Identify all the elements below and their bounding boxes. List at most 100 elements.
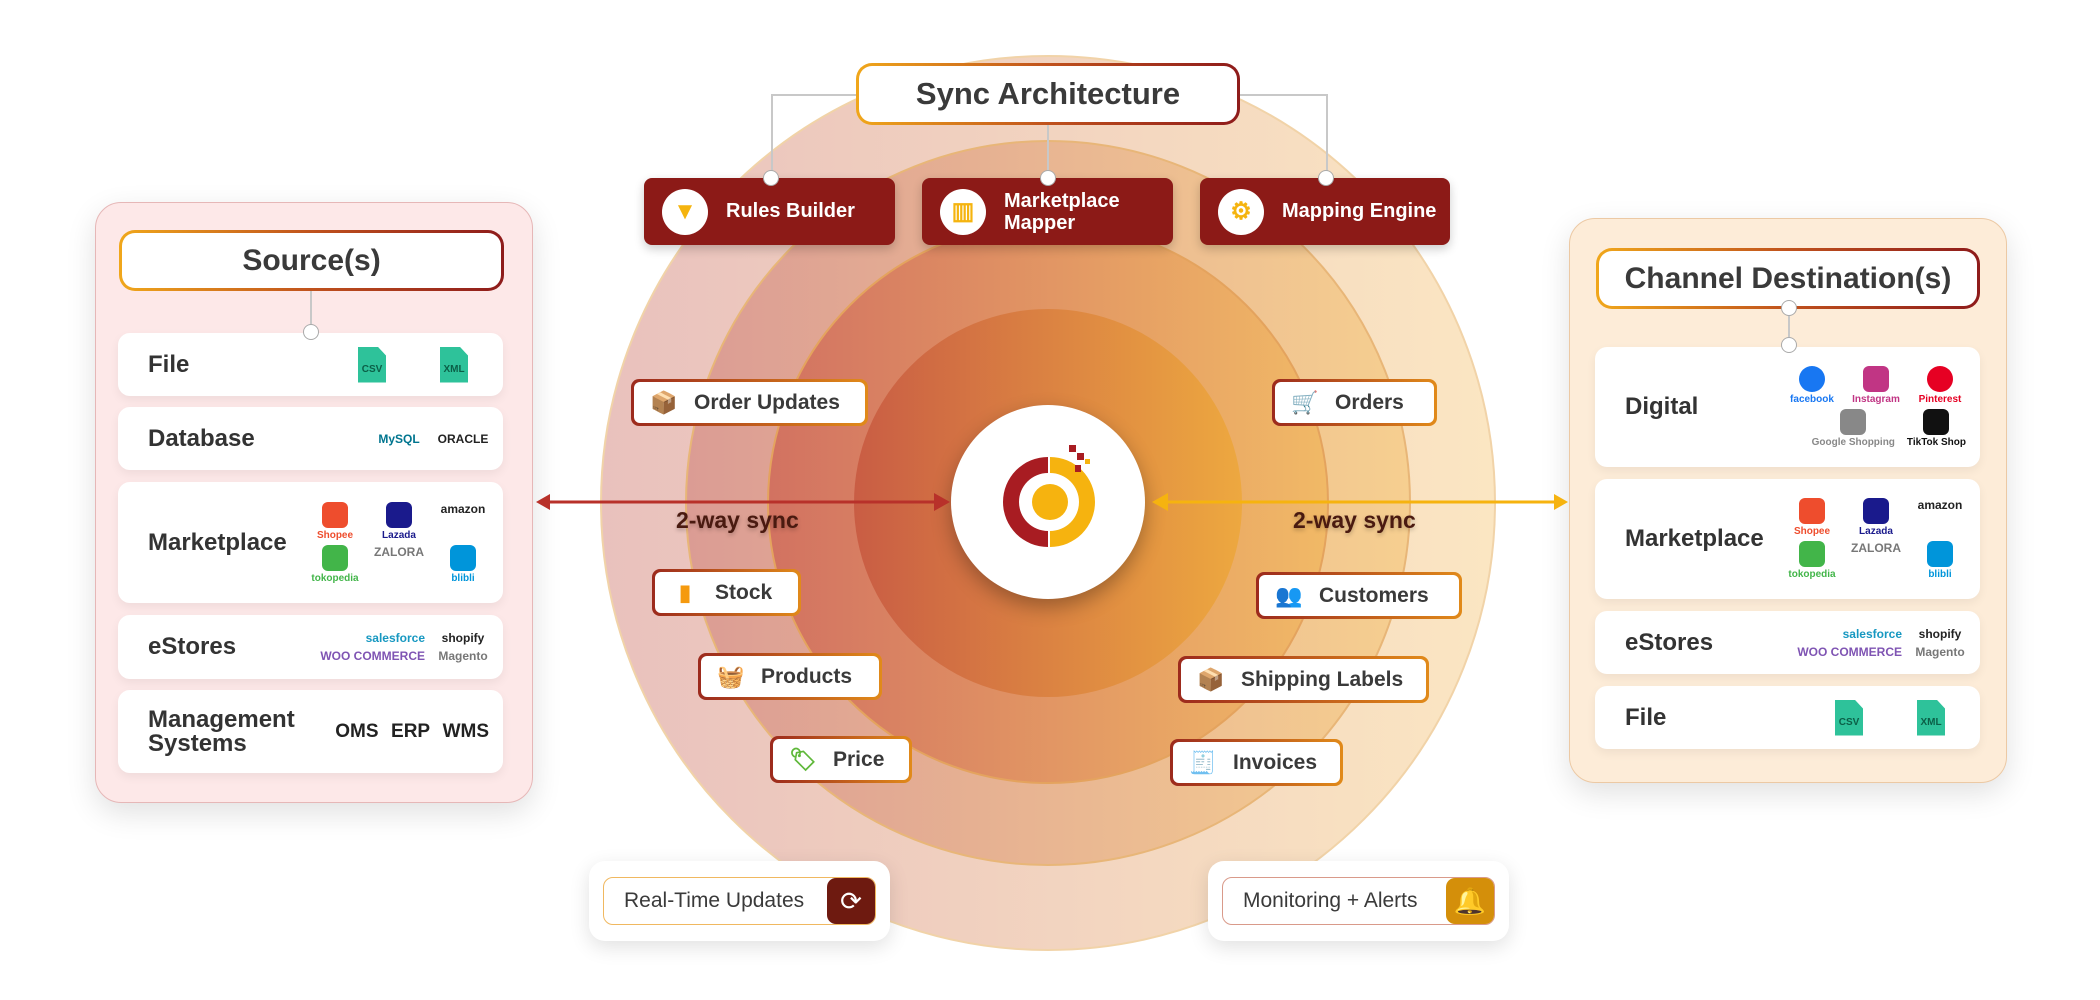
- shipping-box-icon: 📦: [1197, 666, 1225, 692]
- logo-group: MySQL ORACLE: [279, 407, 489, 470]
- marketplace-mapper-button[interactable]: ▥Marketplace Mapper: [922, 178, 1173, 245]
- oms-logo: OMS: [335, 720, 379, 742]
- sources-title: Source(s): [119, 230, 504, 291]
- magento-logo: Magento: [1915, 644, 1965, 659]
- connector-dot: [303, 324, 319, 340]
- lazada-logo: Lazada: [373, 501, 425, 541]
- rules-builder-button[interactable]: ▼Rules Builder: [644, 178, 895, 245]
- pinterest-logo: Pinterest: [1914, 366, 1966, 405]
- left-sync-label: 2-way sync: [676, 507, 799, 533]
- oracle-logo: ORACLE: [437, 431, 489, 446]
- shopee-logo: Shopee: [1786, 498, 1838, 537]
- box-icon: ▮: [678, 579, 692, 605]
- orders-item: 🛒Orders: [1272, 379, 1437, 426]
- connector-dot: [1781, 300, 1797, 316]
- connector: [1326, 94, 1328, 178]
- users-icon: 👥: [1275, 582, 1303, 608]
- cart-icon: 🛒: [1291, 389, 1319, 415]
- tokopedia-logo: tokopedia: [1786, 541, 1838, 580]
- arrow-head-right: [934, 493, 950, 511]
- logo-group: CSV XML: [1756, 686, 1966, 749]
- wms-logo: WMS: [442, 720, 489, 742]
- package-icon: 📦: [650, 389, 678, 415]
- customers-item: 👥Customers: [1256, 572, 1462, 619]
- row-label: eStores: [148, 633, 237, 660]
- order-updates-item: 📦Order Updates: [631, 379, 868, 426]
- sync-arrows: [536, 493, 1568, 511]
- woo-commerce-logo: WOO COMMERCE: [320, 649, 425, 663]
- bell-icon[interactable]: 🔔: [1446, 878, 1494, 924]
- price-item: 🏷Price: [770, 736, 912, 783]
- destinations-title: Channel Destination(s): [1596, 248, 1980, 309]
- funnel-icon: ▼: [662, 188, 708, 235]
- xml-logo: XML: [1896, 699, 1966, 736]
- xml-logo: XML: [419, 346, 489, 383]
- price-tag-icon: 🏷: [789, 746, 817, 772]
- mysql-logo: MySQL: [378, 431, 420, 446]
- connector: [310, 291, 312, 331]
- salesforce-logo: salesforce: [365, 631, 425, 645]
- logo-group: CSV XML: [279, 333, 489, 396]
- connector: [771, 94, 773, 178]
- connector: [771, 94, 857, 96]
- map-icon: ▥: [940, 188, 986, 235]
- refresh-icon[interactable]: ⟳: [827, 878, 875, 924]
- row-label: File: [148, 350, 190, 378]
- connector-dot: [1040, 170, 1056, 186]
- shopify-logo: shopify: [441, 631, 485, 645]
- mapping-engine-button[interactable]: ⚙Mapping Engine: [1200, 178, 1450, 245]
- csv-logo: CSV: [1814, 699, 1884, 736]
- blibli-logo: blibli: [437, 544, 489, 584]
- tokopedia-logo: tokopedia: [309, 544, 361, 584]
- row-marketplace: Marketplace Shopee Lazada amazon tokopedia ZA…: [118, 482, 503, 603]
- center-logo: [951, 405, 1145, 599]
- connector: [1788, 307, 1790, 347]
- row-label: Management Systems: [148, 705, 295, 757]
- row-label: File: [1625, 703, 1667, 731]
- connector: [1047, 125, 1049, 178]
- erp-logo: ERP: [391, 720, 431, 742]
- row-label: Marketplace: [148, 528, 287, 556]
- csv-logo: CSV: [337, 346, 407, 383]
- row-file: File CSV XML: [1595, 686, 1980, 749]
- instagram-logo: Instagram: [1850, 366, 1902, 405]
- connector-dot: [1781, 337, 1797, 353]
- facebook-logo: facebook: [1786, 366, 1838, 405]
- connector-dot: [1318, 170, 1334, 186]
- monitoring-alerts-card: Monitoring + Alerts🔔: [1208, 861, 1509, 941]
- arrow-head-left: [536, 494, 550, 510]
- shipping-labels-item: 📦Shipping Labels: [1178, 656, 1429, 703]
- right-sync-label: 2-way sync: [1293, 507, 1416, 533]
- amazon-logo: amazon: [440, 501, 486, 516]
- connector: [1239, 94, 1326, 96]
- amazon-logo: amazon: [1917, 498, 1963, 512]
- shopify-logo: shopify: [1918, 626, 1962, 641]
- tiktok-shop-logo: TikTok Shop: [1907, 409, 1966, 448]
- logo-group: Shopee Lazada amazon tokopedia ZALORA blibli: [279, 482, 489, 603]
- basket-icon: 🧺: [717, 663, 745, 689]
- row-management-systems: Management Systems OMS ERP WMS: [118, 690, 503, 773]
- row-label: Marketplace: [1625, 525, 1764, 552]
- connector-dot: [763, 170, 779, 186]
- real-time-updates-card: Real-Time Updates⟳: [589, 861, 890, 941]
- brand-logo-icon: [1003, 445, 1095, 547]
- row-file: File CSV XML: [118, 333, 503, 396]
- shopee-logo: Shopee: [309, 501, 361, 541]
- stock-item: ▮Stock: [652, 569, 801, 616]
- woo-commerce-logo: WOO COMMERCE: [1797, 644, 1902, 659]
- zalora-logo: ZALORA: [374, 544, 424, 559]
- magento-logo: Magento: [438, 649, 488, 663]
- zalora-logo: ZALORA: [1851, 541, 1901, 555]
- row-label: Digital: [1625, 393, 1699, 420]
- google-shopping-logo: Google Shopping: [1812, 409, 1895, 448]
- blibli-logo: blibli: [1914, 541, 1966, 580]
- products-item: 🧺Products: [698, 653, 882, 700]
